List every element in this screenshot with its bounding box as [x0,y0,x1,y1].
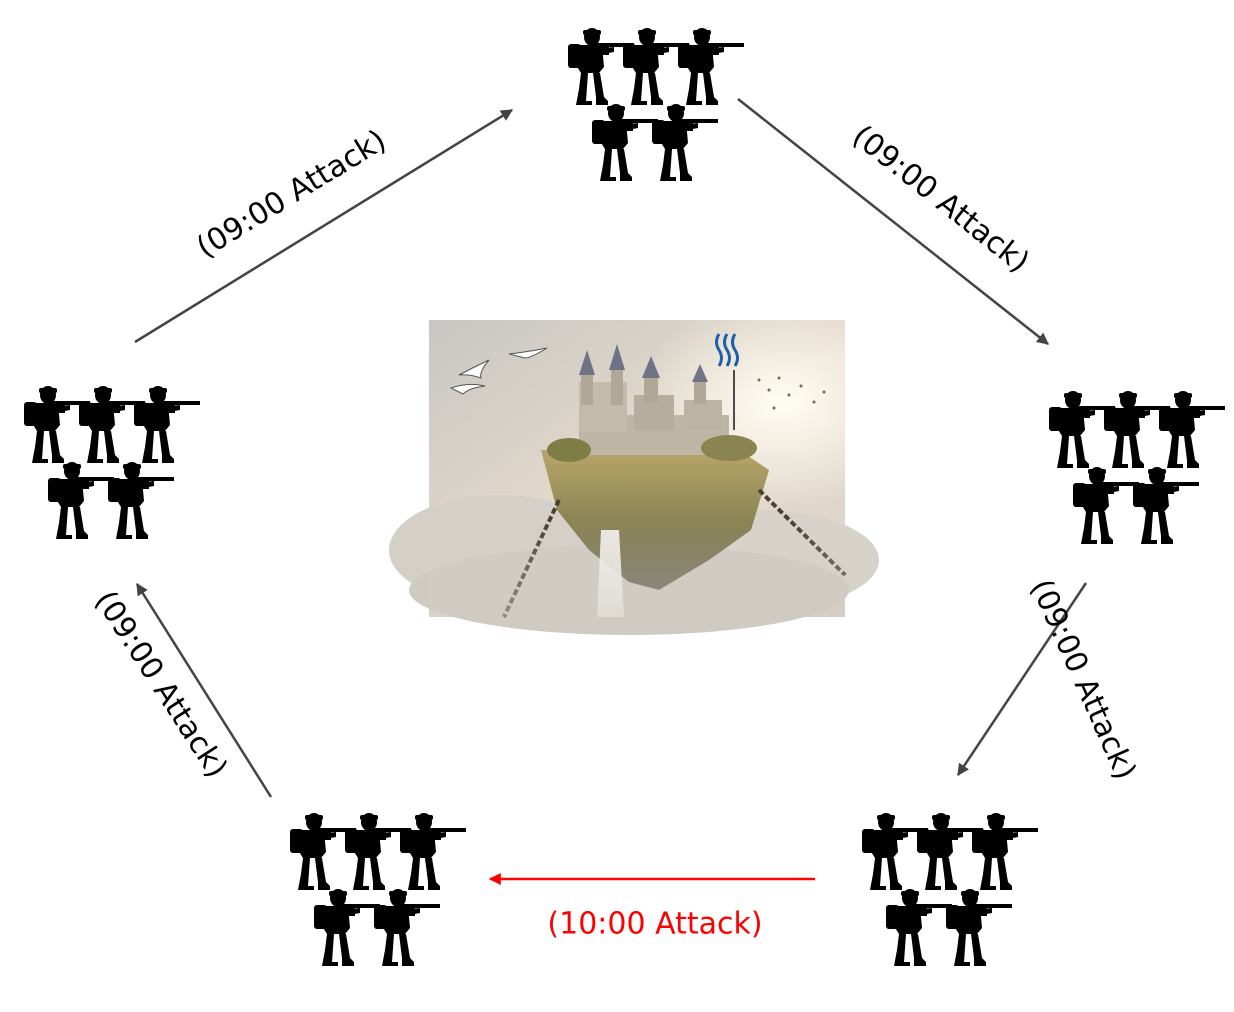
soldier-group-top [568,28,744,181]
edge-label-left-to-top: (09:00 Attack) [191,123,393,265]
edge-label-bottomleft-to-left: (09:00 Attack) [88,585,235,785]
birds [449,347,548,395]
arrow-bottomleft-to-left [135,582,273,798]
center-image [389,320,879,635]
soldier-group-right [1049,391,1225,544]
edge-label-top-to-right: (09:00 Attack) [846,119,1036,280]
edge-label-right-to-bottomright: (09:00 Attack) [1023,574,1142,785]
arrow-right-to-bottomright [956,582,1088,776]
steem-logo-icon [715,333,739,367]
soldier-group-bottom-left [290,813,466,966]
arrow-top-to-right [737,98,1049,345]
soldier-group-bottom-right [862,813,1038,966]
edge-label-bottomright-to-bottomleft: (10:00 Attack) [547,907,762,942]
soldier-group-left [24,386,200,539]
arrow-left-to-top [134,108,514,344]
